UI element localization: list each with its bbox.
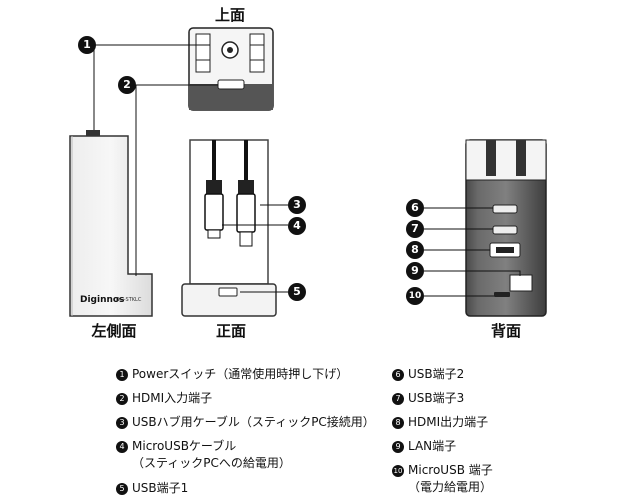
back-view-label: 背面: [490, 322, 521, 340]
micro-usb-power-port-icon: [494, 292, 510, 297]
left-side-view: [69, 130, 153, 317]
callout-9: 9: [406, 262, 424, 280]
callout-3: 3: [288, 196, 306, 214]
usb-port-2-icon: [492, 204, 518, 214]
brand-logo: Diginnos: [80, 295, 125, 305]
callout-6: 6: [406, 199, 424, 217]
back-view: [465, 139, 547, 317]
model-label: DG-STKLC: [116, 297, 142, 303]
top-view: [188, 27, 274, 111]
front-view-label: 正面: [215, 322, 246, 340]
left-view-label: 左側面: [91, 322, 137, 340]
callout-10: 10: [406, 287, 424, 305]
callout-5: 5: [288, 283, 306, 301]
usb-port-1-icon: [218, 287, 238, 297]
usb-port-3-icon: [492, 225, 518, 235]
usb-hub-cable-icon: [236, 193, 256, 233]
lan-port-icon: [509, 274, 533, 292]
front-view: [181, 139, 277, 317]
top-view-label: 上面: [214, 6, 245, 24]
callout-1: 1: [78, 36, 96, 54]
micro-usb-cable-icon: [204, 193, 224, 231]
callout-4: 4: [288, 217, 306, 235]
callout-2: 2: [118, 76, 136, 94]
callout-8: 8: [406, 241, 424, 259]
leader-lines: [93, 44, 521, 297]
hdmi-in-port-icon: [217, 79, 245, 90]
callout-7: 7: [406, 220, 424, 238]
